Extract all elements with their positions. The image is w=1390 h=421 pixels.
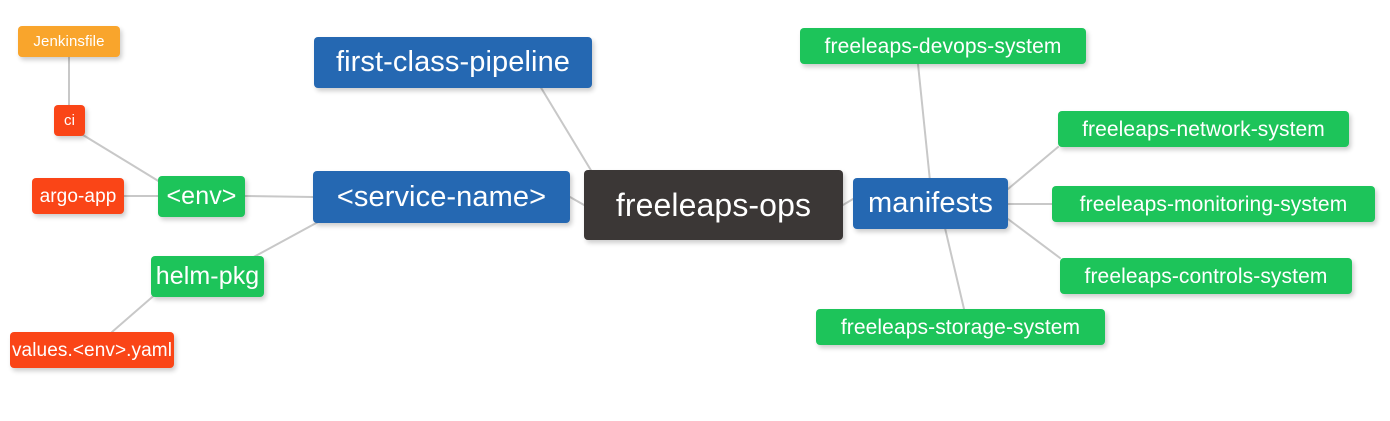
node-jenkinsfile[interactable]: Jenkinsfile [18, 26, 120, 57]
node-label-jenkinsfile: Jenkinsfile [33, 33, 105, 50]
edge-service-name-env [244, 195, 314, 198]
edge-manifests-freeleaps-network-system [1007, 146, 1059, 190]
edge-freeleaps-ops-first-class-pipeline [539, 85, 593, 173]
node-env[interactable]: <env> [158, 176, 245, 217]
edge-freeleaps-ops-manifests [842, 198, 854, 206]
node-label-freeleaps-network-system: freeleaps-network-system [1082, 117, 1325, 141]
edge-freeleaps-ops-service-name [569, 196, 585, 206]
node-freeleaps-storage-system[interactable]: freeleaps-storage-system [816, 309, 1105, 345]
node-label-freeleaps-ops: freeleaps-ops [615, 187, 812, 223]
node-label-freeleaps-controls-system: freeleaps-controls-system [1084, 264, 1328, 288]
node-freeleaps-ops[interactable]: freeleaps-ops [584, 170, 843, 240]
node-label-freeleaps-devops-system: freeleaps-devops-system [824, 34, 1062, 58]
node-freeleaps-devops-system[interactable]: freeleaps-devops-system [800, 28, 1086, 64]
node-label-argo-app: argo-app [39, 185, 117, 207]
node-argo-app[interactable]: argo-app [32, 178, 124, 214]
node-label-values-env-yaml: values.<env>.yaml [11, 339, 173, 361]
node-freeleaps-monitoring-system[interactable]: freeleaps-monitoring-system [1052, 186, 1375, 222]
edge-service-name-helm-pkg [249, 221, 319, 260]
edge-manifests-freeleaps-controls-system [1007, 218, 1061, 259]
node-label-ci: ci [63, 112, 76, 129]
node-values-env-yaml[interactable]: values.<env>.yaml [10, 332, 174, 368]
node-helm-pkg[interactable]: helm-pkg [151, 256, 264, 297]
node-ci[interactable]: ci [54, 105, 85, 136]
edge-manifests-freeleaps-devops-system [917, 63, 931, 182]
node-first-class-pipeline[interactable]: first-class-pipeline [314, 37, 592, 88]
node-label-freeleaps-storage-system: freeleaps-storage-system [840, 315, 1081, 339]
node-manifests[interactable]: manifests [853, 178, 1008, 229]
node-label-service-name: <service-name> [336, 180, 547, 213]
node-label-first-class-pipeline: first-class-pipeline [335, 46, 571, 78]
node-freeleaps-network-system[interactable]: freeleaps-network-system [1058, 111, 1349, 147]
node-label-freeleaps-monitoring-system: freeleaps-monitoring-system [1079, 192, 1348, 216]
node-freeleaps-controls-system[interactable]: freeleaps-controls-system [1060, 258, 1352, 294]
edge-env-ci [82, 134, 161, 183]
edge-helm-pkg-values-env-yaml [111, 291, 159, 333]
node-label-manifests: manifests [868, 187, 993, 219]
node-label-env: <env> [166, 182, 237, 210]
node-service-name[interactable]: <service-name> [313, 171, 570, 223]
node-label-helm-pkg: helm-pkg [155, 262, 260, 290]
edge-manifests-freeleaps-storage-system [944, 227, 965, 310]
